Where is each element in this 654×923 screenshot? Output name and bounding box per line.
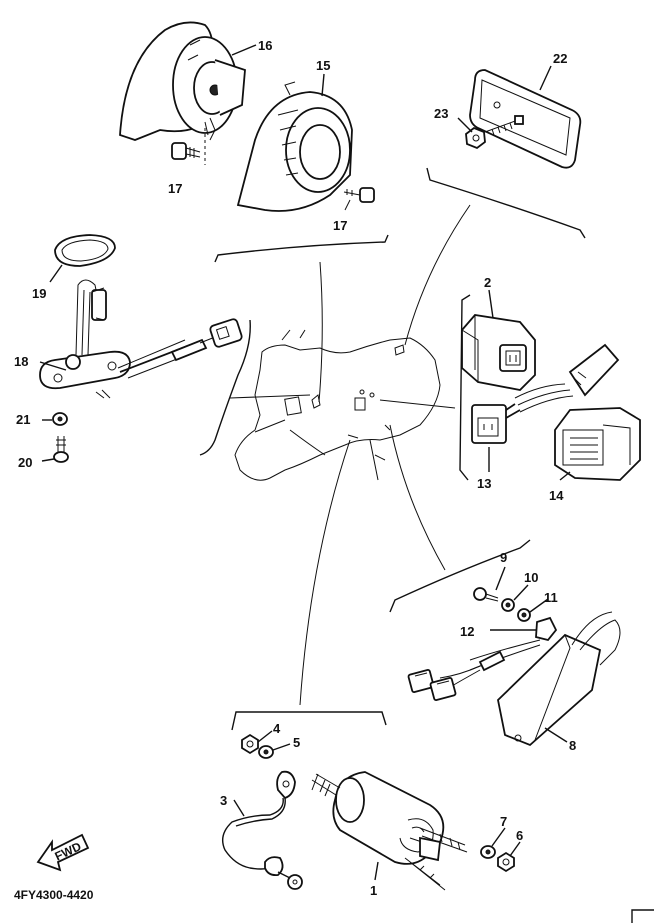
connector-13 [471, 343, 620, 444]
callout-17-b: 17 [333, 218, 347, 233]
washer-7 [480, 845, 496, 859]
callout-15: 15 [316, 58, 330, 73]
corner-mark [631, 909, 654, 923]
bolt-9 [473, 587, 499, 602]
washer-21 [52, 412, 68, 426]
lead-wire-3 [222, 770, 303, 890]
bolt-17-a [171, 142, 201, 160]
callout-9: 9 [500, 550, 507, 565]
fwd-label: FWD [53, 839, 84, 863]
washer-11 [517, 608, 531, 622]
washer-5 [258, 745, 274, 759]
gasket-19 [54, 234, 116, 267]
connector-14 [554, 407, 641, 481]
reflector-22 [469, 69, 582, 169]
callout-19: 19 [32, 286, 46, 301]
frame-outline [234, 329, 441, 481]
fuel-sender-18 [39, 279, 243, 399]
callout-14: 14 [549, 488, 564, 503]
callout-18: 18 [14, 354, 28, 369]
horn-16 [119, 21, 246, 141]
callout-6: 6 [516, 828, 523, 843]
callout-10: 10 [524, 570, 538, 585]
bolt-17-b [343, 187, 375, 203]
callout-16: 16 [258, 38, 272, 53]
fwd-arrow-icon: FWD [36, 833, 90, 872]
nut-4 [241, 733, 259, 755]
callout-1: 1 [370, 883, 377, 898]
callout-13: 13 [477, 476, 491, 491]
callout-7: 7 [500, 814, 507, 829]
callout-4: 4 [273, 721, 281, 736]
regulator-8 [407, 611, 621, 747]
callout-21: 21 [16, 412, 30, 427]
callout-23: 23 [434, 106, 448, 121]
callout-17-a: 17 [168, 181, 182, 196]
relay-2 [461, 314, 536, 391]
callout-3: 3 [220, 793, 227, 808]
washer-10 [501, 598, 515, 612]
diagram-code: 4FY4300-4420 [14, 888, 94, 902]
nut-23 [465, 115, 524, 150]
collar-12 [535, 616, 558, 642]
callout-12: 12 [460, 624, 474, 639]
starter-relay-1 [311, 771, 468, 891]
callout-8: 8 [569, 738, 576, 753]
nut-6 [497, 851, 515, 873]
screw-20 [53, 436, 69, 463]
callout-5: 5 [293, 735, 300, 750]
callout-11: 11 [544, 590, 558, 605]
callout-20: 20 [18, 455, 32, 470]
callout-2: 2 [484, 275, 491, 290]
horn-15 [236, 81, 353, 212]
callout-22: 22 [553, 51, 567, 66]
